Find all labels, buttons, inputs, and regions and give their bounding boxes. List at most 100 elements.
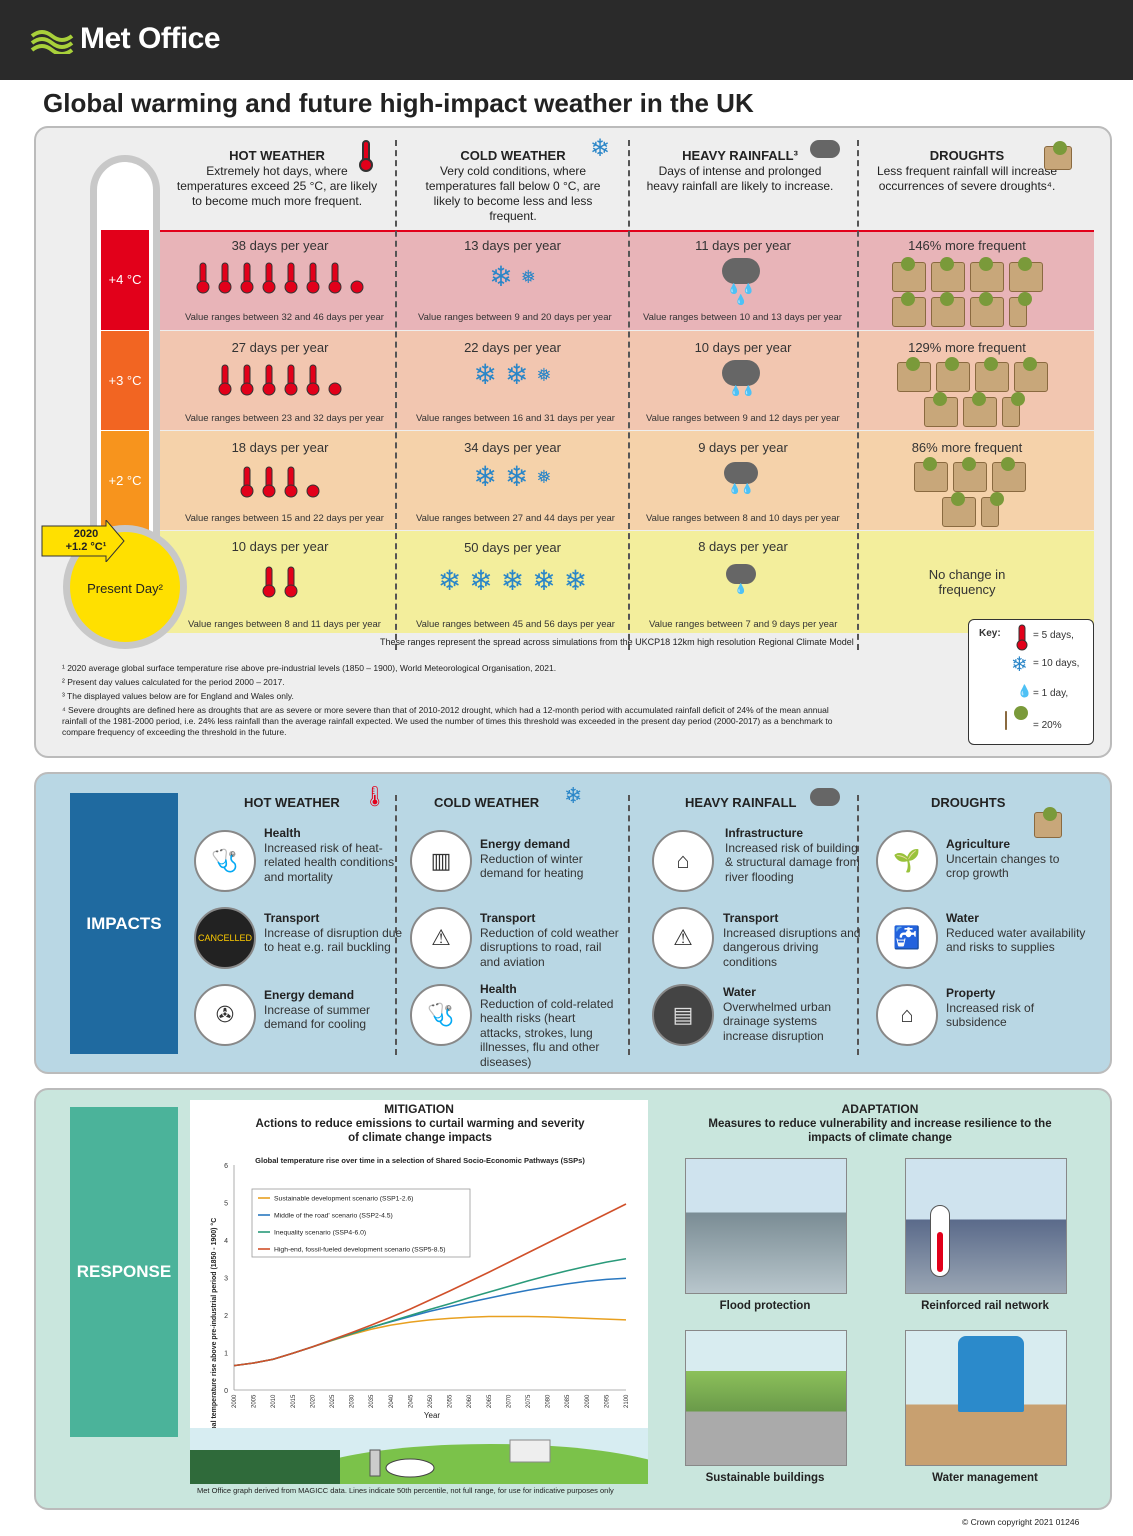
thermometer-icon (240, 466, 254, 498)
thermometer-icon: 🌡 (362, 786, 388, 808)
brand-name: Met Office (80, 22, 221, 55)
thermometer-icon (240, 364, 254, 396)
x-tick-label: 2075 (526, 1394, 532, 1408)
impacts-label: IMPACTS (70, 793, 178, 1054)
met-office-logo-icon (30, 30, 74, 54)
drought-icon (974, 357, 1009, 392)
x-tick-label: 2060 (467, 1394, 473, 1408)
page-title: Global warming and future high-impact we… (43, 88, 754, 118)
hot-4c-icons (170, 262, 390, 294)
drought-icon (963, 392, 997, 427)
ssp-line-chart: Global temperature rise over time in a s… (190, 1156, 648, 1484)
partial-snowflake-icon: ❅ (536, 365, 552, 385)
x-tick-label: 2080 (546, 1394, 552, 1408)
partial-thermometer-icon (306, 466, 320, 498)
header-bar: Met Office (0, 0, 1133, 80)
thermometer-icon (284, 364, 298, 396)
marker-2020: 2020 +1.2 °C¹ (65, 528, 107, 553)
partial-drought-icon (1002, 392, 1025, 427)
snowflake-icon: ❄ (473, 461, 497, 492)
snowflake-icon: ❄ (469, 565, 493, 596)
drought-icons-3c (892, 357, 1052, 427)
x-tick-label: 2045 (408, 1394, 414, 1408)
thermometer-icon (930, 1205, 950, 1277)
snowflake-icon: ❄ (489, 261, 513, 292)
partial-snowflake-icon: ❅ (536, 467, 552, 487)
partial-thermometer-icon (328, 364, 342, 396)
drought-icon (892, 292, 926, 327)
thermometer-icon (284, 262, 298, 294)
drought-icons-4c (892, 257, 1052, 327)
partial-snowflake-icon: ❅ (520, 267, 536, 287)
y-tick-label: 6 (224, 1163, 228, 1170)
rain-cloud-icon: 💧💧 (722, 360, 762, 397)
drought-icon (1013, 357, 1048, 392)
rain-cloud-icon: 💧💧💧 (722, 258, 762, 306)
partial-drought-icon (1009, 292, 1032, 327)
x-tick-label: 2070 (506, 1394, 512, 1408)
snowflake-icon: ❄ (564, 783, 583, 808)
series-line (233, 1315, 627, 1367)
series-line (233, 1203, 627, 1367)
thermometer-icon (262, 466, 276, 498)
drought-icon (1034, 807, 1062, 838)
present-day-label: Present Day² (87, 581, 163, 596)
drought-icon (924, 392, 958, 427)
drain-grate-icon: ▤ (652, 984, 714, 1046)
band-present (148, 531, 1094, 633)
thermometer-icon (196, 262, 210, 294)
partial-thermometer-icon (350, 262, 364, 294)
green-building-image (685, 1330, 847, 1466)
chart-title: Global temperature rise over time in a s… (255, 1156, 585, 1165)
x-tick-label: 2055 (448, 1394, 454, 1408)
health-kit-icon: 🩺 (194, 830, 256, 892)
seedling-icon: 🌱 (876, 830, 938, 892)
series-line (233, 1257, 627, 1367)
thermometer-icon (306, 262, 320, 294)
mitigation-chart-box (190, 1100, 648, 1484)
drought-icon (941, 492, 976, 527)
departure-board-icon: CANCELLED (194, 907, 256, 969)
fan-icon: ✇ (194, 984, 256, 1046)
snowflake-icon: ❄ (504, 461, 529, 492)
x-tick-label: 2040 (389, 1394, 395, 1408)
drought-icon (1009, 257, 1043, 292)
y-tick-label: 5 (224, 1201, 228, 1208)
drought-icon (931, 292, 965, 327)
flood-warning-sign-icon: ⚠ (652, 907, 714, 969)
snowflake-icon: ❄ (437, 565, 462, 596)
rain-cloud-icon (810, 788, 840, 806)
drought-icon (892, 257, 926, 292)
snowflake-icon: ❄ (532, 565, 556, 596)
drought-icon (970, 292, 1004, 327)
marker-arrow-icon (41, 520, 125, 562)
snowflake-icon: ❄ (500, 565, 525, 596)
radiator-icon: ▥ (410, 830, 472, 892)
thermometer-icon (306, 364, 320, 396)
x-tick-label: 2095 (604, 1394, 610, 1408)
rain-cloud-icon: 💧💧 (724, 462, 758, 495)
snowflake-icon: ❄ (590, 135, 611, 162)
x-tick-label: 2100 (624, 1394, 630, 1408)
chart-note: Met Office graph derived from MAGICC dat… (197, 1486, 614, 1495)
x-tick-label: 2020 (310, 1394, 316, 1408)
ranges-note: These ranges represent the spread across… (380, 637, 854, 647)
drought-icon (1005, 711, 1007, 730)
thermometer-icon (1016, 624, 1028, 651)
drought-icon (970, 257, 1004, 292)
y-tick-label: 1 (224, 1351, 228, 1358)
temp-label-3c: +3 °C (101, 331, 149, 430)
thermometer-icon (218, 364, 232, 396)
x-tick-label: 2035 (369, 1394, 375, 1408)
legend-entry: High-end, fossil-fueled development scen… (274, 1247, 446, 1254)
thermometer-icon (284, 466, 298, 498)
snowflake-icon: ❄ (473, 359, 497, 390)
legend-key: Key: = 5 days, ❄ = 10 days, 💧 = 1 day, =… (968, 619, 1094, 745)
drought-icon (914, 457, 948, 492)
rain-cloud-icon: 💧 (726, 564, 756, 595)
y-tick-label: 3 (224, 1276, 228, 1283)
